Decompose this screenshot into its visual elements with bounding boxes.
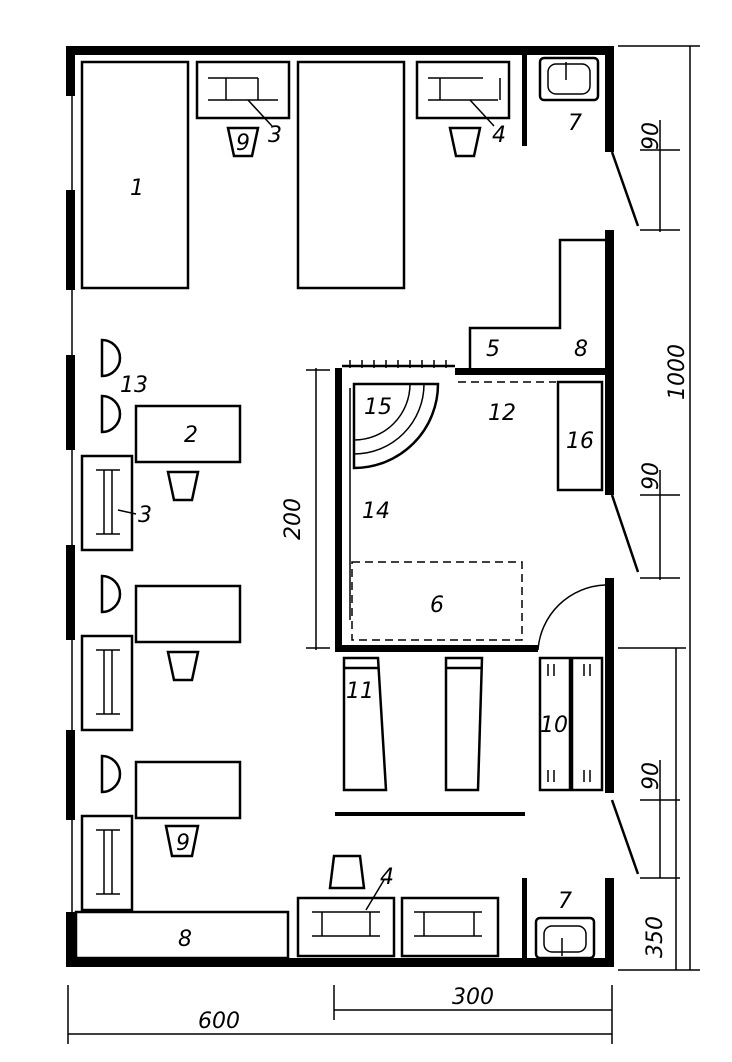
label-9a: 9	[236, 131, 250, 156]
dim-200: 200	[281, 498, 306, 540]
inner-door-arc	[537, 584, 606, 651]
tub-6	[351, 561, 523, 641]
chair-13-b	[100, 394, 122, 434]
dimension-lines	[67, 45, 700, 1044]
entrance-doors	[610, 151, 640, 875]
cabinet-left-1	[80, 454, 134, 552]
label-6: 6	[430, 593, 444, 618]
label-7a: 7	[568, 111, 582, 136]
bed-right	[296, 60, 406, 290]
bath-15	[352, 382, 440, 470]
cabinet-16	[556, 380, 604, 492]
table-1	[134, 404, 242, 464]
label-3b: 3	[138, 503, 152, 528]
stool-mid-2	[166, 650, 200, 682]
lockers-10	[538, 656, 604, 792]
exterior-walls	[66, 46, 614, 967]
dim-1000: 1000	[665, 344, 690, 400]
stool-mid-1	[166, 470, 200, 502]
dim-90-bottom: 90	[639, 762, 664, 790]
label-11: 11	[346, 679, 374, 704]
dim-300: 300	[452, 985, 494, 1010]
cabinet-top-left	[195, 60, 291, 120]
dim-350: 350	[643, 916, 668, 958]
label-3a: 3	[268, 123, 282, 148]
bench-11-b	[444, 656, 484, 792]
bench-bottom	[74, 910, 290, 960]
leader-lines	[117, 99, 495, 911]
label-16: 16	[566, 429, 594, 454]
cabinet-left-3	[80, 814, 134, 912]
bed-left	[80, 60, 190, 290]
label-4b: 4	[380, 865, 394, 890]
label-5: 5	[486, 337, 500, 362]
cabinet-bottom-1	[296, 896, 396, 958]
cabinet-top-right	[415, 60, 511, 120]
sink-bottom	[534, 916, 596, 960]
dim-600: 600	[198, 1009, 240, 1034]
bench-11-a	[342, 656, 388, 792]
dim-90-top: 90	[639, 122, 664, 150]
cabinet-left-2	[80, 634, 134, 732]
table-3	[134, 760, 242, 820]
label-10: 10	[540, 713, 568, 738]
stool-top-left	[226, 126, 260, 158]
stool-top-right	[448, 126, 482, 158]
label-14: 14	[362, 499, 390, 524]
interior-walls	[335, 50, 614, 960]
sink-top	[538, 56, 600, 102]
label-15: 15	[364, 395, 392, 420]
chair-13-a	[100, 338, 122, 378]
dim-90-mid: 90	[639, 462, 664, 490]
label-4a: 4	[492, 123, 506, 148]
table-2	[134, 584, 242, 644]
label-2: 2	[184, 423, 198, 448]
label-1: 1	[130, 176, 144, 201]
label-8b: 8	[178, 927, 192, 952]
stool-mid-3	[164, 824, 200, 858]
label-7b: 7	[558, 889, 572, 914]
label-8a: 8	[574, 337, 588, 362]
chair-mid-2	[100, 574, 122, 614]
label-12: 12	[488, 401, 516, 426]
label-9b: 9	[176, 831, 190, 856]
label-13: 13	[120, 373, 148, 398]
stool-bottom	[328, 854, 366, 890]
hatched-screen	[342, 360, 455, 368]
cabinet-bottom-2	[400, 896, 500, 958]
chair-mid-3	[100, 754, 122, 794]
